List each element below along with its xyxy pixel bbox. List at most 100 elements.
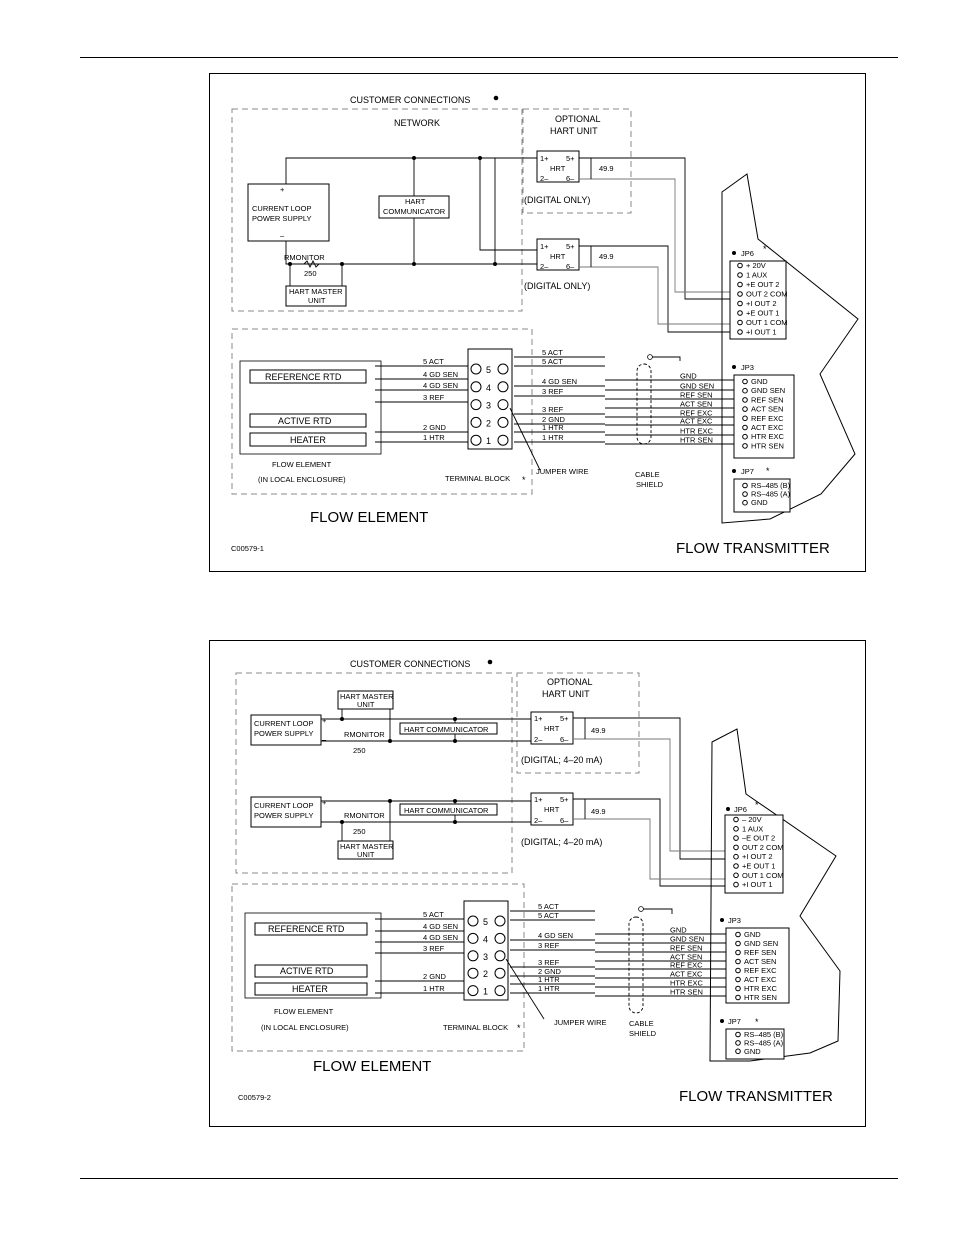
terminal-wire-label: 1 HTR [538, 975, 560, 984]
jp3-pin-hole [742, 397, 748, 403]
cable-label: CABLE [629, 1019, 654, 1028]
terminal-number: 4 [486, 383, 491, 393]
heater-label: HEATER [292, 984, 328, 994]
hrt-lower-note: (DIGITAL ONLY) [524, 281, 590, 291]
jp6-pin-hole [737, 319, 743, 326]
jp6-label: JP6 [741, 249, 754, 258]
jp3-pin-label: ACT EXC [744, 975, 777, 984]
terminal-screw [470, 399, 482, 411]
note-bullet [493, 95, 499, 101]
power-supply-lower-minus: – [322, 817, 327, 826]
jp6-pin-label: OUT 2 COM [742, 843, 784, 852]
jp7-pin-label: RS–485 (B) [751, 481, 791, 490]
hrt-upper-resistor: 49.9 [599, 164, 614, 173]
flow-element-wire-label: 2 GND [423, 423, 447, 432]
flow-element-wire-label: 3 REF [423, 393, 445, 402]
jp3-pin-label: REF SEN [751, 395, 784, 404]
jp6-pin-hole [733, 826, 739, 832]
flow-transmitter-title: FLOW TRANSMITTER [676, 540, 830, 557]
jp6-pin-label: –E OUT 2 [742, 834, 775, 843]
rmonitor-lower-value: 250 [353, 827, 366, 836]
hrt-lower-pin2: 2– [534, 816, 543, 825]
figure-id: C00579-1 [231, 544, 264, 553]
hart-unit-label: HART UNIT [550, 126, 598, 136]
jp3-pin-hole [742, 378, 748, 385]
heater [254, 982, 368, 996]
jp7-asterisk: * [766, 466, 770, 476]
hrt-upper [536, 150, 580, 183]
terminal-screw [467, 950, 479, 962]
terminal-wire-label: 3 REF [538, 958, 560, 967]
jp6-pin-label: +I OUT 1 [746, 328, 777, 337]
hrt-lower-pin5: 5+ [566, 242, 575, 251]
local-enclosure [244, 912, 382, 999]
jp6-pin-label: +E OUT 1 [746, 309, 779, 318]
jp6-pin-label: + 20V [746, 261, 766, 270]
flow-element-title: FLOW ELEMENT [310, 509, 428, 526]
cable-wire-label: REF EXC [670, 961, 703, 970]
jp6-pin-label: OUT 1 COM [742, 871, 784, 880]
jp3-pin-label: REF EXC [744, 966, 777, 975]
hart-communicator-lower [399, 803, 498, 816]
jp3-label: JP3 [741, 363, 754, 372]
power-supply-label-1: CURRENT LOOP [252, 204, 311, 213]
terminal-screw [497, 381, 509, 393]
terminal-screw [494, 967, 506, 979]
jp7-asterisk: * [755, 1017, 759, 1027]
jp7-pin-label: GND [744, 1047, 761, 1056]
flow-element-title: FLOW ELEMENT [313, 1058, 431, 1075]
jp3-label: JP3 [728, 916, 741, 925]
jp3-pin-label: ACT SEN [744, 957, 776, 966]
jp6-pin-hole [733, 872, 739, 879]
cable-wire-label: ACT EXC [680, 417, 713, 426]
jp3-pin-label: HTR SEN [744, 993, 777, 1002]
terminal-wire-label: 5 ACT [538, 902, 559, 911]
jp6-pin-label: +E OUT 1 [742, 862, 775, 871]
optional-hart-region [522, 108, 632, 214]
jp3-pin-hole [742, 387, 748, 394]
terminal-screw [497, 416, 509, 428]
hrt-lower-pin2: 2– [540, 262, 549, 271]
terminal-block-asterisk: * [517, 1023, 521, 1033]
rmonitor-upper-value: 250 [353, 746, 366, 755]
optional-label: OPTIONAL [555, 114, 601, 124]
terminal-wire-label: 4 GD SEN [538, 931, 573, 940]
local-enclosure-label: (IN LOCAL ENCLOSURE) [261, 1023, 349, 1032]
jp6-pin-hole [733, 863, 739, 869]
cable-wire-label: GND SEN [670, 935, 704, 944]
hrt-lower-label: HRT [544, 805, 560, 814]
local-enclosure [239, 360, 382, 455]
jp7-pins: RS–485 (B)RS–485 (A)GND [735, 1030, 784, 1056]
hrt-upper-pin2: 2– [540, 174, 549, 183]
jp3-pin-hole [735, 976, 741, 983]
power-supply-upper [250, 714, 322, 746]
hart-master-unit [285, 285, 347, 307]
jp6-pin-hole [737, 262, 743, 269]
terminal-wire-label: 1 HTR [538, 984, 560, 993]
jp6-asterisk: * [755, 800, 759, 810]
jp6-pin-label: +I OUT 1 [742, 880, 773, 889]
jp7-pin-hole [742, 491, 748, 497]
terminal-screw [470, 381, 482, 393]
terminal-number: 5 [483, 917, 488, 927]
jp3-pin-hole [735, 985, 741, 992]
hrt-lower-note: (DIGITAL; 4–20 mA) [521, 837, 602, 847]
cable-wire-label: HTR EXC [670, 979, 704, 988]
power-supply-lower-label-2: POWER SUPPLY [254, 811, 313, 820]
jp6-pin-hole [733, 835, 739, 841]
jp7-pin-label: RS–485 (A) [744, 1038, 784, 1047]
jp3-pin-label: GND [744, 930, 761, 939]
terminal-wire-label: 1 HTR [542, 423, 564, 432]
figure-id: C00579-2 [238, 1093, 271, 1102]
terminal-wire-label: 3 REF [542, 405, 564, 414]
cable-wire-label: GND [670, 926, 687, 935]
jumper-wire-label: JUMPER WIRE [554, 1018, 607, 1027]
hart-communicator-label-1: HART [405, 197, 426, 206]
terminal-block-label: TERMINAL BLOCK [445, 474, 510, 483]
power-supply-plus: + [280, 185, 285, 194]
